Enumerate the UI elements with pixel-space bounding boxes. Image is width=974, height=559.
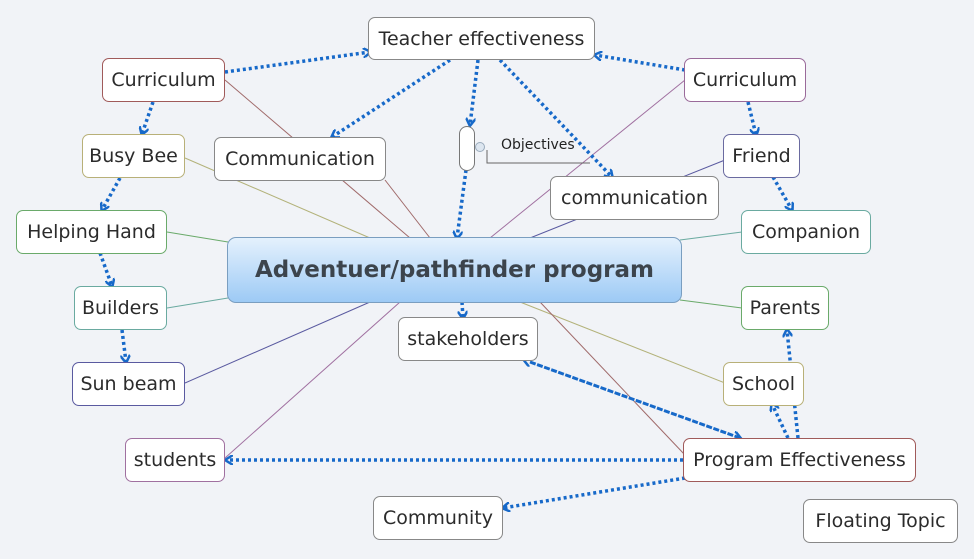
summary-bracket[interactable] [459, 126, 475, 171]
topic-students[interactable]: students [125, 438, 225, 482]
topic-program-effectiveness[interactable]: Program Effectiveness [683, 438, 916, 482]
topic-community[interactable]: Community [373, 496, 503, 540]
topic-communication-right[interactable]: communication [550, 176, 719, 220]
topic-sun-beam[interactable]: Sun beam [72, 362, 185, 406]
topic-curriculum-right[interactable]: Curriculum [684, 58, 806, 102]
topic-busy-bee[interactable]: Busy Bee [82, 134, 185, 178]
topic-parents[interactable]: Parents [741, 286, 829, 330]
topic-school[interactable]: School [723, 362, 804, 406]
topic-helping-hand[interactable]: Helping Hand [16, 210, 167, 254]
topic-communication-left[interactable]: Communication [214, 137, 386, 181]
topic-companion[interactable]: Companion [741, 210, 871, 254]
topic-teacher-effectiveness[interactable]: Teacher effectiveness [368, 17, 595, 60]
topic-curriculum-left[interactable]: Curriculum [102, 58, 225, 102]
floating-topic[interactable]: Floating Topic [803, 499, 958, 543]
topic-stakeholders[interactable]: stakeholders [398, 317, 538, 361]
topic-friend[interactable]: Friend [723, 134, 800, 178]
central-topic[interactable]: Adventuer/pathfinder program [227, 237, 682, 303]
collapse-toggle-icon[interactable] [475, 142, 485, 152]
topic-builders[interactable]: Builders [74, 286, 167, 330]
summary-label-objectives[interactable]: Objectives [501, 137, 575, 153]
